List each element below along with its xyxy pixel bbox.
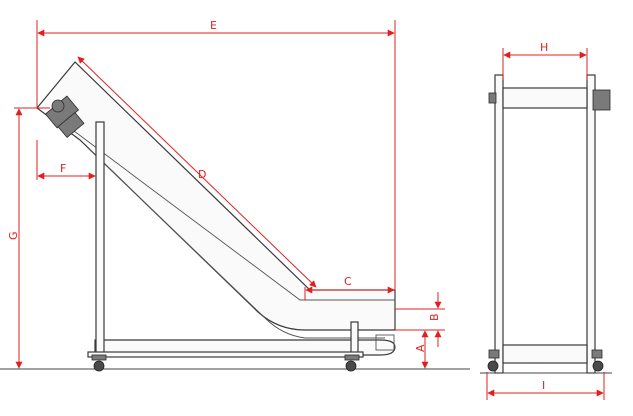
- base-rail: [87, 351, 364, 358]
- front-base-left: [488, 349, 500, 359]
- dimension-label-E: E: [210, 19, 217, 32]
- dimension-label-H: H: [540, 41, 548, 54]
- dimension-label-A: A: [414, 344, 427, 352]
- front-view: [480, 74, 612, 374]
- front-motor-flange: [488, 92, 497, 104]
- dimension-G: G: [7, 107, 50, 369]
- dimension-label-F: F: [60, 162, 66, 175]
- dimension-C: C: [304, 275, 395, 300]
- dimension-label-G: G: [7, 231, 20, 240]
- dimension-E: E: [36, 19, 396, 290]
- front-wheel-right: [592, 360, 604, 372]
- front-wheel-left: [487, 360, 499, 372]
- support-leg-front: [350, 321, 359, 355]
- dimension-I: I: [486, 372, 605, 400]
- side-view: [36, 61, 396, 372]
- dimension-B: B: [395, 292, 445, 347]
- front-side-frame-left: [494, 74, 504, 374]
- front-top-roller: [502, 87, 588, 109]
- caster-wheel-left: [91, 354, 107, 372]
- front-side-frame-right: [586, 74, 596, 374]
- drive-motor: [44, 95, 85, 138]
- front-base-right: [591, 349, 603, 359]
- front-bottom-roller: [502, 344, 588, 364]
- dimension-D: D: [77, 56, 317, 288]
- tail-roller: [375, 334, 395, 351]
- caster-wheel-right: [344, 354, 360, 372]
- dimension-label-B: B: [428, 313, 441, 321]
- dimension-label-D: D: [198, 168, 206, 181]
- dimension-label-I: I: [542, 379, 545, 392]
- dimension-label-C: C: [344, 275, 352, 288]
- belt-line-lower: [87, 147, 385, 339]
- dimension-F: F: [36, 140, 96, 180]
- front-motor: [592, 89, 611, 111]
- dimension-A: A: [395, 329, 432, 369]
- support-leg-rear: [95, 121, 105, 355]
- dimension-H: H: [502, 41, 588, 80]
- bottom-return-section: [94, 339, 396, 356]
